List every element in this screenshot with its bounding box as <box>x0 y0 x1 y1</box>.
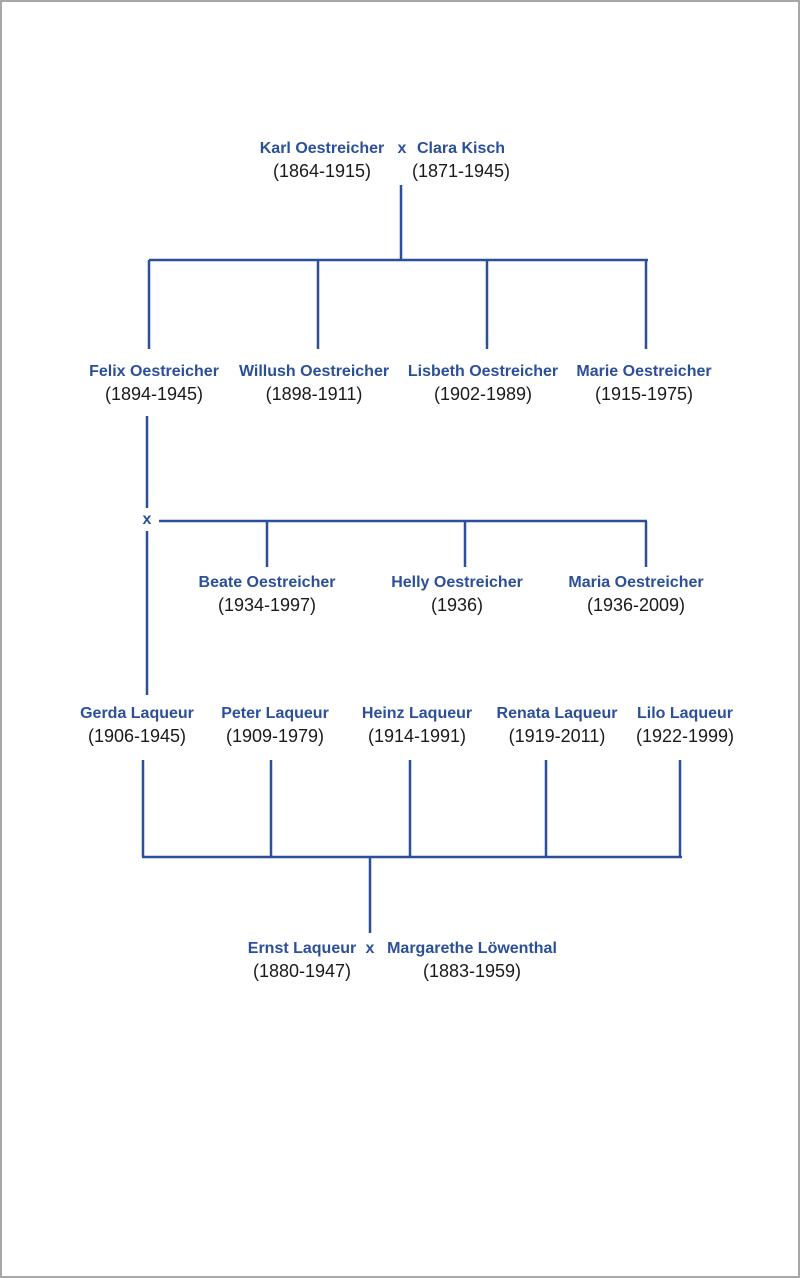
person-clara-kisch: Clara Kisch (1871-1945) <box>412 138 510 182</box>
person-margarethe-loewenthal: Margarethe Löwenthal (1883-1959) <box>387 938 557 982</box>
person-name: Clara Kisch <box>416 140 506 157</box>
person-dates: (1915-1975) <box>594 384 694 404</box>
person-willush-oestreicher: Willush Oestreicher (1898-1911) <box>239 361 389 405</box>
person-dates: (1906-1945) <box>87 726 187 746</box>
person-karl-oestreicher: Karl Oestreicher (1864-1915) <box>260 138 385 182</box>
person-heinz-laqueur: Heinz Laqueur (1914-1991) <box>362 703 472 747</box>
person-name: Willush Oestreicher <box>238 363 390 380</box>
person-beate-oestreicher: Beate Oestreicher (1934-1997) <box>199 572 336 616</box>
person-name: Heinz Laqueur <box>361 705 473 722</box>
person-dates: (1883-1959) <box>422 961 522 981</box>
marriage-marker: x <box>142 511 152 528</box>
person-lilo-laqueur: Lilo Laqueur (1922-1999) <box>636 703 734 747</box>
person-name: Ernst Laqueur <box>247 940 357 957</box>
person-name: Gerda Laqueur <box>80 705 194 722</box>
person-helly-oestreicher: Helly Oestreicher (1936) <box>391 572 523 616</box>
person-dates: (1898-1911) <box>265 384 363 404</box>
person-name: Renata Laqueur <box>496 705 618 722</box>
person-dates: (1934-1997) <box>217 595 317 615</box>
person-dates: (1894-1945) <box>104 384 204 404</box>
person-renata-laqueur: Renata Laqueur (1919-2011) <box>497 703 618 747</box>
person-gerda-laqueur: Gerda Laqueur (1906-1945) <box>80 703 194 747</box>
person-dates: (1902-1989) <box>433 384 533 404</box>
person-dates: (1864-1915) <box>272 161 372 181</box>
person-dates: (1880-1947) <box>252 961 352 981</box>
person-dates: (1922-1999) <box>635 726 735 746</box>
person-dates: (1936) <box>430 595 484 615</box>
person-name: Maria Oestreicher <box>568 574 704 591</box>
person-name: Lisbeth Oestreicher <box>407 363 559 380</box>
marriage-marker: x <box>397 140 407 157</box>
person-name: Felix Oestreicher <box>89 363 219 380</box>
person-name: Lilo Laqueur <box>636 705 733 722</box>
person-dates: (1919-2011) <box>508 726 606 746</box>
person-dates: (1914-1991) <box>367 726 467 746</box>
person-name: Marie Oestreicher <box>576 363 712 380</box>
person-name: Beate Oestreicher <box>198 574 336 591</box>
person-dates: (1936-2009) <box>586 595 686 615</box>
person-felix-oestreicher: Felix Oestreicher (1894-1945) <box>89 361 219 405</box>
person-dates: (1909-1979) <box>225 726 325 746</box>
person-peter-laqueur: Peter Laqueur (1909-1979) <box>221 703 329 747</box>
person-marie-oestreicher: Marie Oestreicher (1915-1975) <box>576 361 711 405</box>
person-name: Helly Oestreicher <box>391 574 523 591</box>
person-name: Margarethe Löwenthal <box>387 940 557 957</box>
marriage-marker: x <box>365 940 375 957</box>
person-name: Karl Oestreicher <box>259 140 385 157</box>
person-name: Peter Laqueur <box>221 705 329 722</box>
person-maria-oestreicher: Maria Oestreicher (1936-2009) <box>568 572 703 616</box>
person-dates: (1871-1945) <box>411 161 511 181</box>
person-lisbeth-oestreicher: Lisbeth Oestreicher (1902-1989) <box>408 361 558 405</box>
person-ernst-laqueur: Ernst Laqueur (1880-1947) <box>248 938 356 982</box>
